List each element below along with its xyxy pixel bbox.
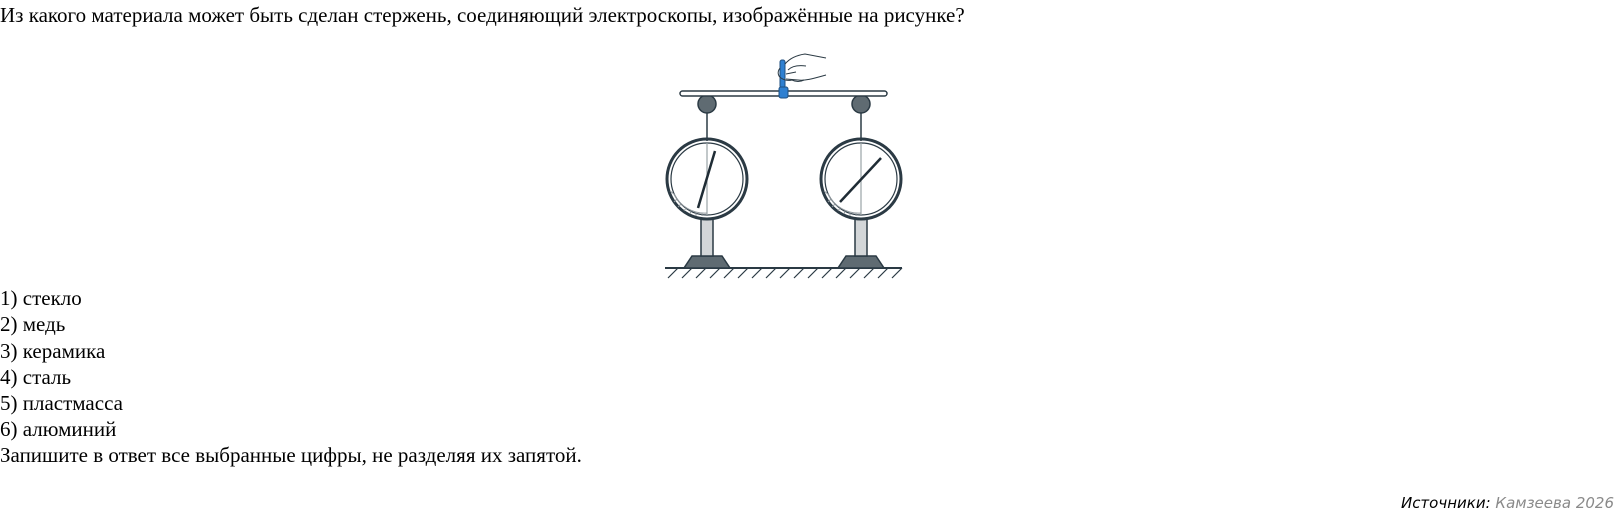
option-number: 5) [0,391,18,416]
option-1: 1) стекло [0,285,123,311]
electroscopes-figure [660,40,920,290]
source-label: Источники: [1400,494,1491,512]
option-label: пластмасса [22,391,123,416]
option-6: 6) алюминий [0,416,123,442]
option-2: 2) медь [0,311,123,337]
option-label: стекло [22,286,82,310]
ground [665,267,903,279]
option-number: 6) [0,417,18,442]
option-number: 3) [0,338,18,363]
answer-options: 1) стекло 2) медь 3) керамика 4) сталь 5… [0,285,123,443]
left-electroscope [665,94,749,269]
option-label: медь [22,312,66,337]
option-label: керамика [22,338,106,363]
right-electroscope [819,94,903,269]
option-number: 2) [0,312,18,337]
option-number: 1) [0,286,18,310]
source-link[interactable]: Камзеева 2026 [1495,494,1614,512]
source-credit: Источники: Камзеева 2026 [1401,494,1614,512]
hand-with-handle [777,53,827,99]
option-label: сталь [22,364,72,389]
option-3: 3) керамика [0,338,123,364]
option-5: 5) пластмасса [0,390,123,416]
option-label: алюминий [22,417,117,442]
option-4: 4) сталь [0,364,123,390]
answer-instruction: Запишите в ответ все выбранные цифры, не… [0,443,582,467]
question-text: Из какого материала может быть сделан ст… [0,3,965,27]
option-number: 4) [0,364,18,389]
